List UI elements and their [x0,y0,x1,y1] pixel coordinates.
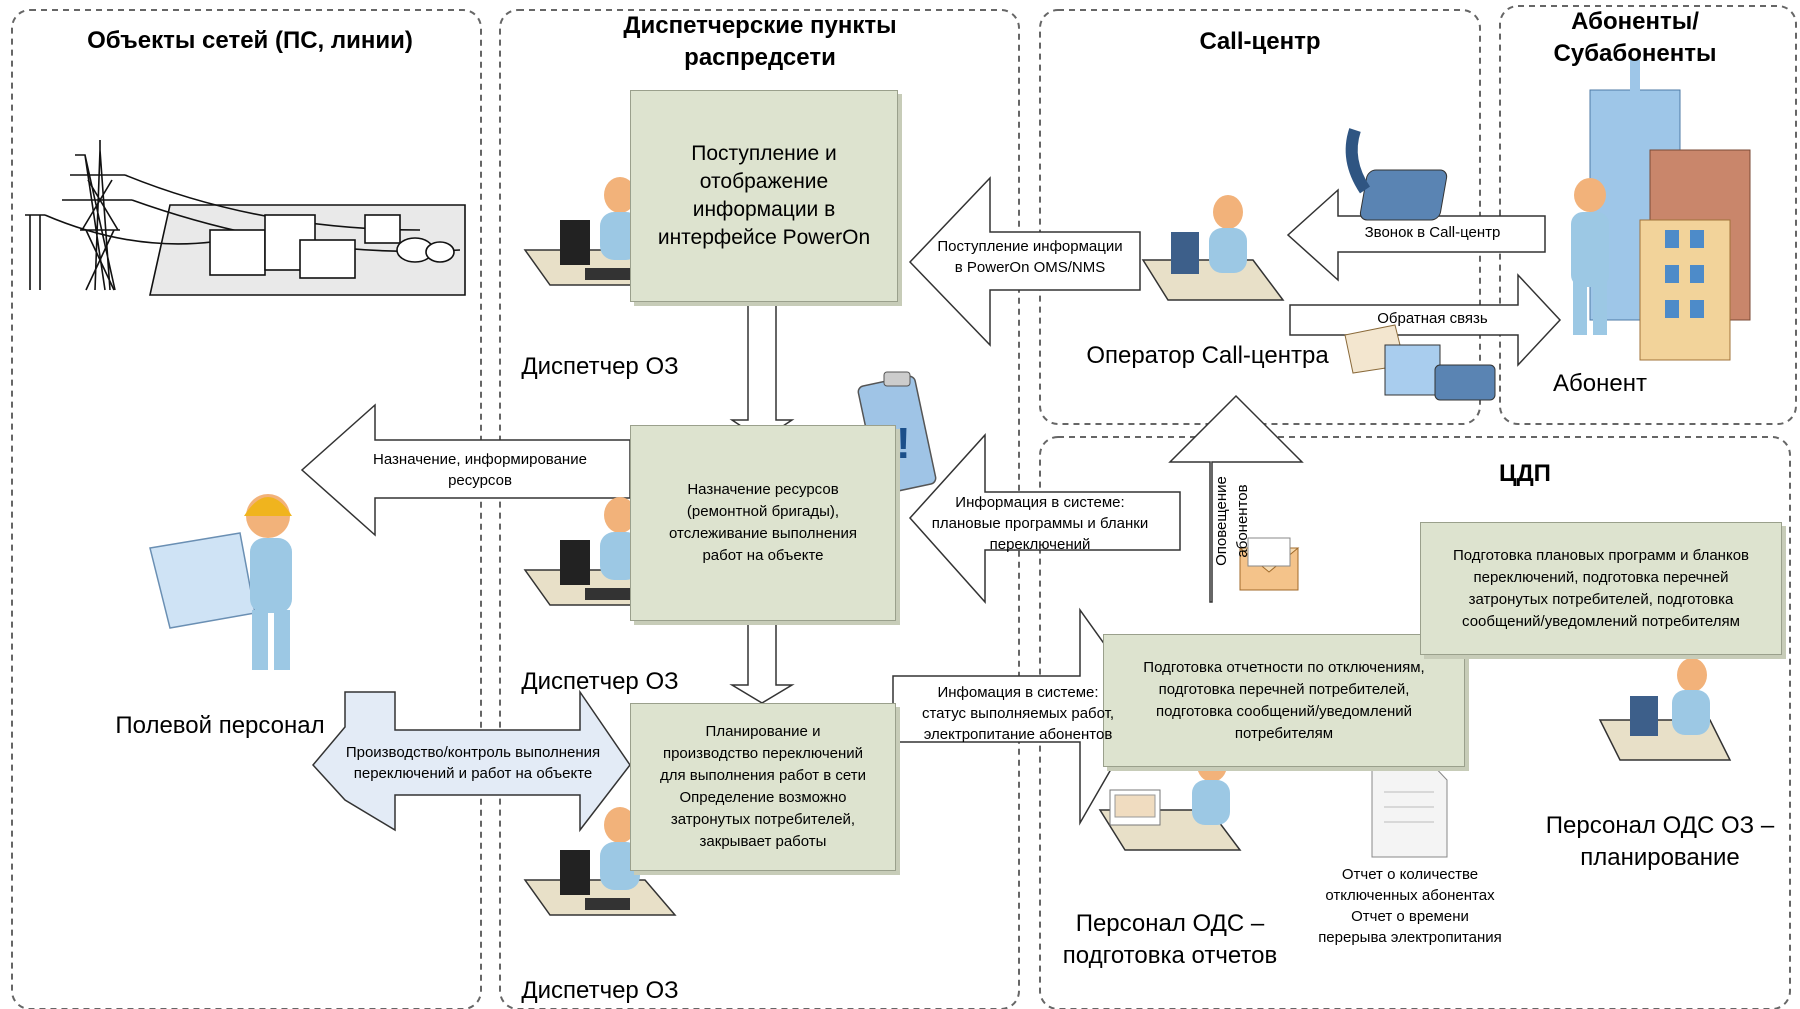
arrow-label-notify: Оповещение абонентов [1213,476,1251,566]
buildings-illustration [1589,60,1751,361]
report-note: Отчет о количестве отключенных абонентах… [1318,866,1502,946]
arrow-system-info [908,433,1181,604]
zone-title-dispatch: Диспетчерские пункты распредсети [623,12,897,71]
arrow-label-system-info: Информация в системе: плановые программы… [931,494,1149,553]
arrow-down-1 [729,284,795,441]
zone-network-frame [11,9,482,1009]
process-box-plan-text: Планирование и производство переключений… [659,723,867,850]
zone-title-callcenter: Call-центр [1199,28,1321,55]
substation-illustration [25,140,466,296]
ods-planning-figure [1598,658,1732,761]
feedback-icons [1344,324,1496,401]
process-box-reports-text: Подготовка отчетности по отключениям, по… [1143,658,1425,742]
arrow-notify [1168,394,1304,603]
process-box-plan: Планирование и производство переключений… [630,703,896,871]
role-dispatcher-3: Диспетчер ОЗ [521,977,679,1004]
arrow-label-status: Инфомация в системе: статус выполняемых … [921,684,1115,743]
arrow-assign-out [300,403,631,537]
arrow-feedback [1289,273,1562,367]
process-box-poweron: Поступление и отображение информации в и… [630,90,898,302]
arrow-label-assign-out: Назначение, информирование ресурсов [373,451,587,489]
zone-cdp-frame [1039,436,1791,1009]
zone-title-subscribers: Абоненты/ Субабоненты [1553,8,1717,67]
arrow-label-feedback: Обратная связь [1377,310,1488,327]
zone-subscribers-frame [1499,5,1797,425]
role-dispatcher-2: Диспетчер ОЗ [521,668,679,695]
arrow-call-in [1286,188,1546,282]
arrow-label-poweron-in: Поступление информации в PowerOn OMS/NMS [937,238,1123,276]
subscriber-figure [1571,178,1609,335]
envelope-icon [1238,537,1300,591]
role-ods-planning: Персонал ОДС ОЗ – планирование [1545,812,1775,871]
field-worker-figure [149,494,292,670]
process-box-assign: Назначение ресурсов (ремонтной бригады),… [630,425,896,621]
zone-title-cdp: ЦДП [1499,460,1551,487]
document-icon [1371,761,1448,858]
process-box-programs: Подготовка плановых программ и бланков п… [1420,522,1782,655]
process-box-poweron-text: Поступление и отображение информации в и… [657,142,871,249]
arrow-control [312,689,631,833]
role-field-staff: Полевой персонал [115,712,325,739]
arrow-label-control: Производство/контроль выполнения переклю… [345,744,601,782]
process-box-assign-text: Назначение ресурсов (ремонтной бригады),… [669,481,857,564]
arrow-down-2 [729,619,795,704]
zone-title-network: Объекты сетей (ПС, линии) [87,27,413,54]
role-subscriber: Абонент [1553,370,1647,397]
arrow-poweron-in [908,176,1141,347]
process-box-programs-text: Подготовка плановых программ и бланков п… [1452,546,1749,630]
cc-operator-figure [1141,195,1285,301]
svg-text:!: ! [896,419,911,468]
arrow-label-call-in: Звонок в Call-центр [1364,224,1501,241]
process-box-reports: Подготовка отчетности по отключениям, по… [1103,634,1465,767]
role-cc-operator: Оператор Call-центра [1086,342,1329,369]
desk-phone-icon [1345,128,1448,221]
role-dispatcher-1: Диспетчер ОЗ [521,353,679,380]
role-ods-reports: Персонал ОДС – подготовка отчетов [1062,910,1278,969]
